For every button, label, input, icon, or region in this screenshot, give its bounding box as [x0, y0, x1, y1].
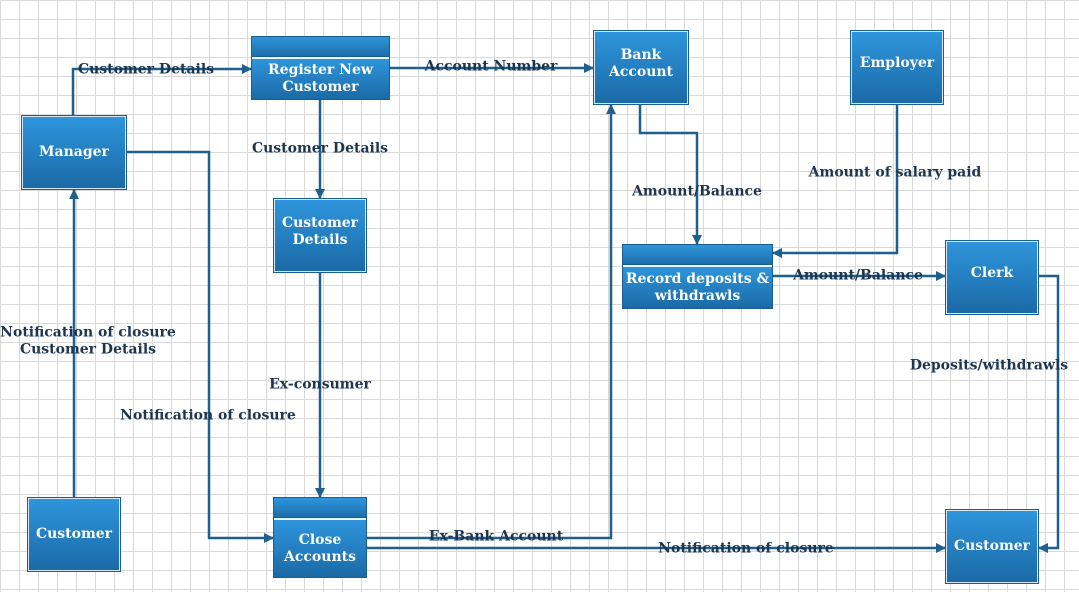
edge-employer-record	[772, 104, 899, 258]
edge-bank-record	[638, 104, 702, 245]
register-label: Register New Customer	[252, 57, 389, 99]
edge-label: Amount of salary paid	[808, 164, 982, 181]
customer-details-node[interactable]: Customer Details	[274, 199, 366, 272]
edge-label: Amount/Balance	[793, 267, 923, 284]
edge-label: Ex-Bank Account	[428, 528, 564, 545]
employer-node[interactable]: Employer	[851, 31, 943, 104]
record-label: Record deposits & withdrawls	[623, 265, 772, 308]
edge-label: Deposits/withdrawls	[909, 357, 1069, 374]
edge-label: Notification of closure	[120, 407, 296, 424]
bank-account-node[interactable]: Bank Account	[594, 31, 688, 104]
edge-label: Customer Details	[19, 341, 157, 358]
edge-label: Customer Details	[77, 61, 215, 78]
edge-label: Notification of closure	[0, 324, 176, 341]
customer-right-node[interactable]: Customer	[946, 510, 1038, 583]
manager-node[interactable]: Manager	[22, 116, 126, 189]
edge-label: Amount/Balance	[632, 183, 762, 200]
edge-label: Notification of closure	[658, 540, 834, 557]
edge-label: Ex-consumer	[269, 376, 371, 393]
edge-clerk-customer	[1038, 274, 1060, 553]
edge-manager-close	[126, 150, 274, 543]
edge-close-bank	[366, 104, 616, 540]
customer-left-node[interactable]: Customer	[28, 498, 120, 571]
edge-manager-register	[71, 64, 252, 116]
edge-label: Customer Details	[251, 140, 389, 157]
edge-label: Account Number	[424, 58, 558, 75]
close-accounts-process[interactable]: Close Accounts	[274, 498, 366, 577]
record-deposits-process[interactable]: Record deposits & withdrawls	[623, 245, 772, 308]
clerk-node[interactable]: Clerk	[946, 241, 1038, 314]
register-new-customer-process[interactable]: Register New Customer	[252, 37, 389, 99]
close-accounts-label: Close Accounts	[274, 518, 366, 577]
